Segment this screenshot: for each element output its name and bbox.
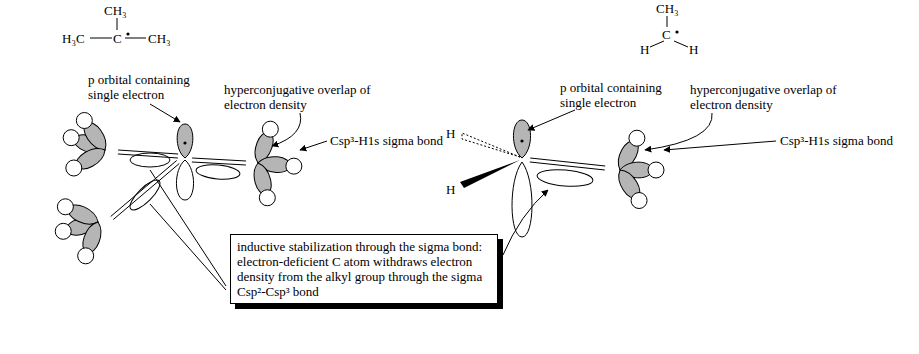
leader-arrow bbox=[528, 110, 575, 130]
atom-label: CH₃ bbox=[148, 31, 171, 46]
h-1s-orbital bbox=[57, 199, 73, 215]
atom-label: Csp³-H1s sigma bond bbox=[780, 133, 893, 148]
orbital-lobe bbox=[513, 120, 530, 158]
h-1s-orbital bbox=[76, 113, 92, 129]
sigma-bond-line bbox=[118, 150, 178, 154]
radical-dot bbox=[183, 141, 186, 144]
atom-label: CH₃ bbox=[104, 3, 127, 18]
sigma-bond-line bbox=[530, 158, 605, 166]
h-1s-orbital bbox=[63, 130, 79, 146]
hashed-wedge bbox=[462, 133, 520, 157]
h-1s-orbital bbox=[259, 190, 275, 206]
leader-arrow bbox=[272, 113, 301, 146]
leader-arrow bbox=[150, 104, 180, 122]
sigma-bond-line bbox=[530, 162, 605, 170]
h-1s-orbital bbox=[78, 248, 94, 264]
structure-bond bbox=[667, 16, 668, 27]
annotation-label: hyperconjugative overlap of electron den… bbox=[690, 82, 855, 112]
h-1s-orbital bbox=[631, 193, 647, 209]
note-text: inductive stabilization through the sigm… bbox=[237, 239, 491, 299]
structure-bond bbox=[650, 41, 664, 47]
h-1s-orbital bbox=[55, 223, 71, 239]
atom-label: H bbox=[446, 126, 455, 141]
leader-line bbox=[150, 170, 226, 286]
annotation-label: hyperconjugative overlap of electron den… bbox=[224, 82, 389, 112]
h-1s-orbital bbox=[262, 121, 278, 137]
leader-arrow bbox=[645, 113, 712, 150]
atom-label: H bbox=[689, 42, 698, 57]
note-box: inductive stabilization through the sigm… bbox=[230, 234, 498, 304]
leader-arrow bbox=[664, 141, 776, 150]
atom-label: H bbox=[446, 182, 455, 197]
annotation-label: p orbital containing single electron bbox=[88, 72, 206, 102]
atom-label: C bbox=[662, 27, 671, 42]
leader-line bbox=[150, 204, 226, 290]
h-1s-orbital bbox=[286, 158, 302, 174]
radical-dot bbox=[126, 32, 129, 35]
atom-label: CH₃ bbox=[656, 1, 679, 16]
h-1s-orbital bbox=[648, 162, 664, 178]
structure-bond bbox=[674, 41, 688, 47]
sigma-bond-line bbox=[111, 160, 177, 216]
orbital-lobe bbox=[512, 162, 532, 237]
sigma-bond-line bbox=[192, 158, 246, 161]
overlap-ellipse bbox=[195, 163, 240, 181]
radical-dot bbox=[675, 30, 678, 33]
structure-bond bbox=[117, 18, 118, 30]
atom-label: H₃C bbox=[62, 31, 85, 46]
orbital-lobe bbox=[176, 160, 193, 200]
leader-arrow bbox=[503, 190, 548, 255]
sigma-bond-line bbox=[113, 164, 179, 220]
radical-dot bbox=[520, 139, 523, 142]
atom-label: H bbox=[640, 42, 649, 57]
solid-wedge bbox=[460, 160, 520, 188]
atom-label: C bbox=[113, 31, 122, 46]
leader-arrow bbox=[300, 141, 327, 150]
overlap-ellipse bbox=[536, 168, 593, 189]
structure-bond bbox=[125, 38, 146, 39]
h-1s-orbital bbox=[66, 160, 82, 176]
orbital-lobe bbox=[177, 124, 193, 158]
sigma-bond-line bbox=[192, 162, 246, 165]
atom-label: Csp³-H1s sigma bond bbox=[330, 133, 443, 148]
annotation-label: p orbital containing single electron bbox=[560, 80, 678, 110]
h-1s-orbital bbox=[629, 130, 645, 146]
structure-bond bbox=[90, 38, 112, 39]
sigma-bond-line bbox=[118, 154, 178, 158]
